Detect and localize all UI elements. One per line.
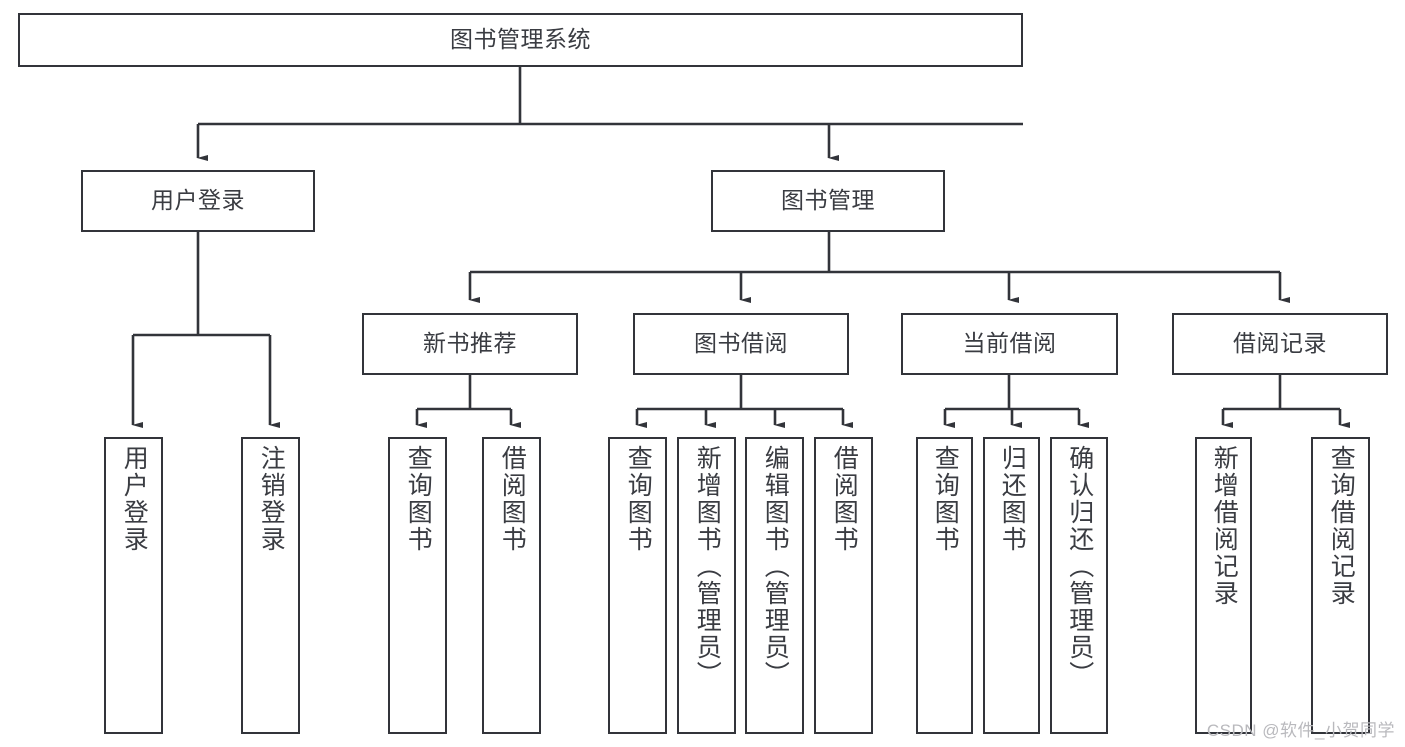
node-leaf-query-book-1-label: 查询图书 [404, 445, 433, 553]
node-book-manage[interactable]: 图书管理 [711, 170, 945, 232]
node-leaf-user-login-label: 用户登录 [120, 445, 149, 553]
node-leaf-add-book-label: 新增图书（管理员） [693, 445, 722, 688]
node-root[interactable]: 图书管理系统 [18, 13, 1023, 67]
node-leaf-confirm-return-label: 确认归还（管理员） [1065, 445, 1094, 688]
node-current-borrow[interactable]: 当前借阅 [901, 313, 1118, 375]
node-leaf-user-login[interactable]: 用户登录 [104, 437, 163, 734]
node-leaf-return-book-label: 归还图书 [998, 445, 1027, 553]
node-current-borrow-label: 当前借阅 [962, 330, 1057, 357]
node-user-login[interactable]: 用户登录 [81, 170, 315, 232]
node-leaf-query-book-2[interactable]: 查询图书 [608, 437, 667, 734]
node-leaf-edit-book[interactable]: 编辑图书（管理员） [745, 437, 804, 734]
node-leaf-query-book-3[interactable]: 查询图书 [916, 437, 973, 734]
node-leaf-add-record[interactable]: 新增借阅记录 [1195, 437, 1252, 734]
node-leaf-query-book-2-label: 查询图书 [624, 445, 653, 553]
node-new-book-recommend-label: 新书推荐 [423, 330, 517, 357]
node-book-borrow[interactable]: 图书借阅 [633, 313, 849, 375]
node-book-borrow-label: 图书借阅 [694, 330, 788, 357]
node-leaf-add-record-label: 新增借阅记录 [1210, 445, 1239, 607]
node-leaf-add-book[interactable]: 新增图书（管理员） [677, 437, 736, 734]
watermark: CSDN @软件_小贺同学 [1206, 721, 1395, 740]
node-leaf-borrow-book-1[interactable]: 借阅图书 [482, 437, 541, 734]
node-leaf-query-record-label: 查询借阅记录 [1327, 445, 1356, 607]
node-new-book-recommend[interactable]: 新书推荐 [362, 313, 578, 375]
node-book-manage-label: 图书管理 [781, 187, 875, 214]
node-leaf-return-book[interactable]: 归还图书 [983, 437, 1040, 734]
node-root-label: 图书管理系统 [450, 26, 591, 53]
node-borrow-record[interactable]: 借阅记录 [1172, 313, 1388, 375]
node-leaf-borrow-book-2-label: 借阅图书 [830, 445, 859, 553]
node-leaf-query-record[interactable]: 查询借阅记录 [1311, 437, 1370, 734]
node-leaf-borrow-book-2[interactable]: 借阅图书 [814, 437, 873, 734]
node-borrow-record-label: 借阅记录 [1233, 330, 1327, 357]
node-leaf-logout[interactable]: 注销登录 [241, 437, 300, 734]
node-leaf-borrow-book-1-label: 借阅图书 [498, 445, 527, 553]
node-user-login-label: 用户登录 [151, 187, 245, 214]
node-leaf-query-book-3-label: 查询图书 [931, 445, 960, 553]
node-leaf-edit-book-label: 编辑图书（管理员） [761, 445, 790, 688]
node-leaf-query-book-1[interactable]: 查询图书 [388, 437, 447, 734]
node-leaf-confirm-return[interactable]: 确认归还（管理员） [1050, 437, 1108, 734]
node-leaf-logout-label: 注销登录 [257, 445, 286, 553]
